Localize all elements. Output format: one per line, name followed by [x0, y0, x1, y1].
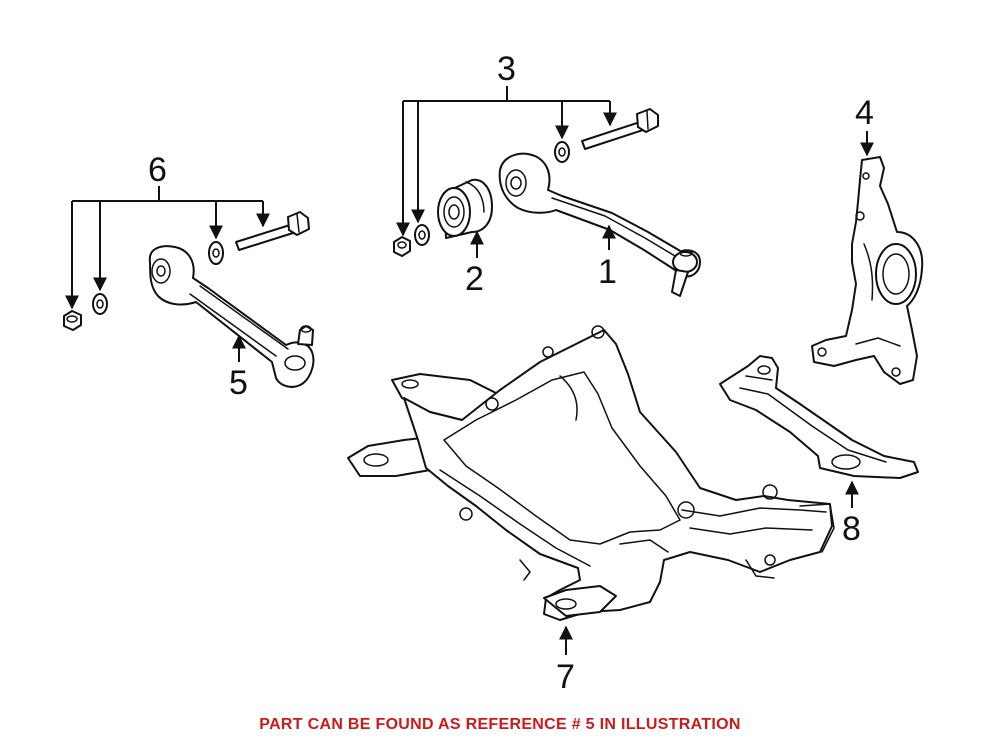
bolt-3 [581, 108, 659, 150]
washer-3b [554, 141, 570, 163]
washer-3a [414, 224, 430, 246]
subframe-7 [347, 325, 835, 621]
reference-note: PART CAN BE FOUND AS REFERENCE # 5 IN IL… [259, 716, 741, 733]
callout-1: 1 [598, 253, 617, 291]
callout-5: 5 [229, 364, 248, 402]
callout-3: 3 [497, 50, 516, 88]
bolt-6 [235, 211, 310, 251]
control-arm-5 [148, 245, 315, 388]
nut-3 [393, 236, 411, 257]
callout-4: 4 [855, 94, 874, 132]
nut-6 [63, 310, 82, 331]
callout-7: 7 [556, 658, 575, 696]
callout-6: 6 [148, 151, 167, 189]
bushing-2 [437, 178, 493, 239]
control-arm-1 [498, 152, 701, 297]
washer-6a [92, 293, 108, 315]
callout-3-leaders [396, 86, 617, 237]
hardware-set-6 [63, 211, 310, 331]
washer-6b [208, 241, 224, 265]
hardware-set-3 [393, 108, 659, 257]
callout-2: 2 [465, 260, 484, 298]
steering-knuckle-4 [811, 156, 924, 385]
callout-6-leaders [65, 186, 270, 310]
brace-8 [719, 355, 919, 479]
callout-8: 8 [842, 510, 861, 548]
